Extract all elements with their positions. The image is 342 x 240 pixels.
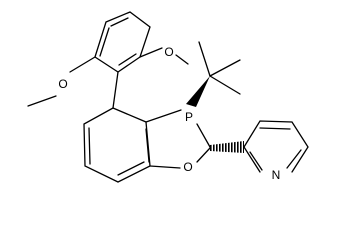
biaryl-bond	[112, 71, 119, 109]
phosphorus-label: P	[185, 110, 193, 124]
oxygen-ring-label: O	[183, 160, 192, 174]
hashed-bond	[210, 141, 244, 153]
nitrogen-label: N	[272, 168, 281, 182]
pyridine-ring	[243, 120, 309, 173]
chemical-structure: P O N O O	[27, 11, 309, 183]
tert-butyl-group	[186, 41, 241, 107]
methoxy-upper	[139, 47, 189, 65]
methoxy-left	[27, 56, 96, 107]
oxygen-methoxy-left-label: O	[58, 77, 67, 91]
benzo-ring	[83, 107, 151, 183]
phosphole-ring	[145, 109, 211, 169]
dimethoxyphenyl-ring	[94, 11, 151, 73]
oxygen-methoxy-upper-label: O	[164, 45, 173, 59]
wedge-bond	[186, 76, 210, 107]
